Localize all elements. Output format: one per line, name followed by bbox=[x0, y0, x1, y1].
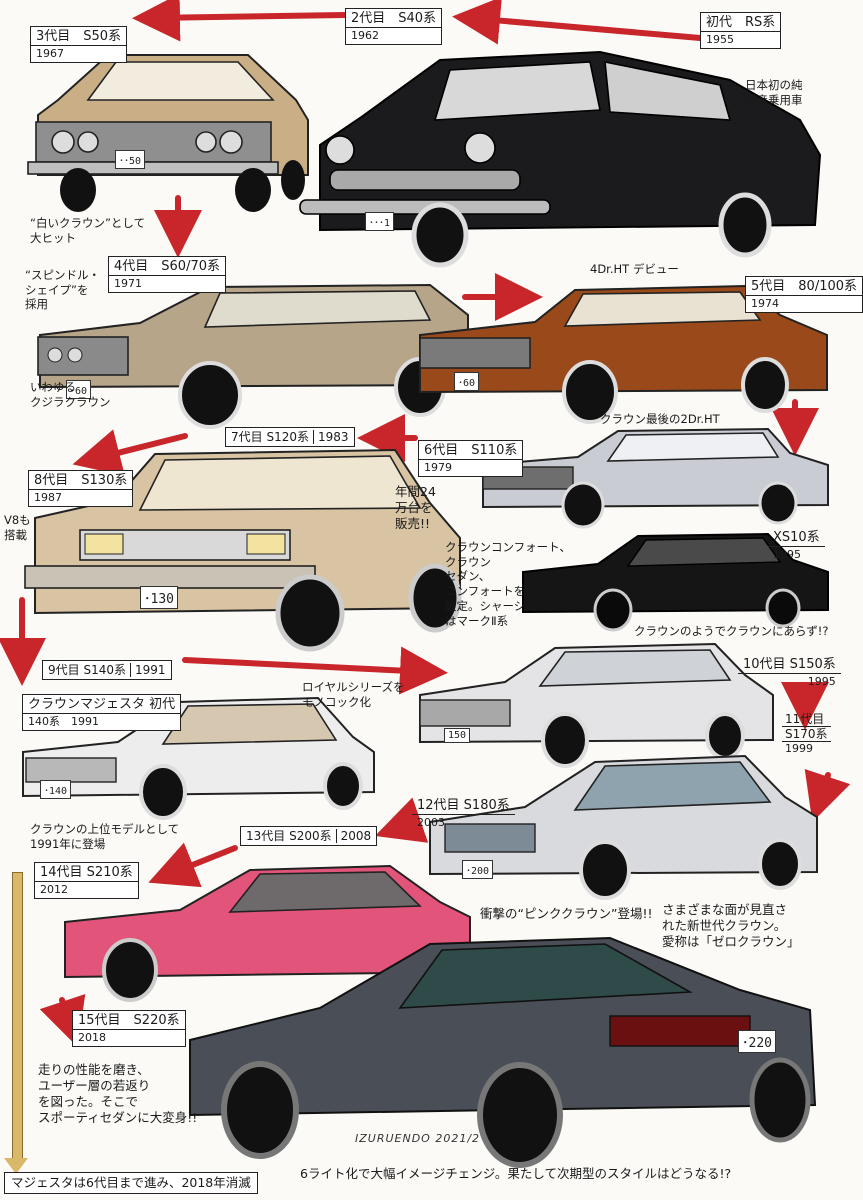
car-gen8 bbox=[24, 448, 462, 652]
note-sporty: 走りの性能を磨き、 ユーザー層の若返り を図った。そこで スポーティセダンに大変… bbox=[38, 1062, 198, 1125]
note-spindle: “スピンドル・ シェイプ”を 採用 bbox=[25, 268, 100, 312]
note-v8: V8も 搭載 bbox=[4, 513, 31, 542]
arrow-gen9-gen10 bbox=[182, 646, 448, 695]
car-gen12 bbox=[429, 754, 818, 900]
plate-gen3: ･･50 bbox=[115, 150, 146, 169]
car-majesta bbox=[22, 696, 375, 820]
note-pink: 衝撃の“ピンククラウン”登場!! bbox=[480, 906, 653, 921]
note-majesta-end: マジェスタは6代目まで進み、2018年消滅 bbox=[4, 1172, 258, 1194]
car-gen10 bbox=[419, 642, 774, 768]
car-gen3 bbox=[27, 54, 309, 212]
note-royal: ロイヤルシリーズを モノコック化 bbox=[302, 680, 405, 709]
artist-signature: IZURUENDO 2021/2 bbox=[355, 1132, 481, 1145]
plate-gen1: ･･･1 bbox=[365, 212, 395, 231]
arrow-gen1-gen2 bbox=[452, 0, 703, 45]
note-sales: 年間24 万台を 販売!! bbox=[395, 484, 436, 531]
plate-majesta: ･140 bbox=[40, 780, 72, 799]
car-gen14 bbox=[64, 864, 471, 1002]
car-xs10 bbox=[522, 532, 829, 632]
plate-gen12: ･200 bbox=[462, 860, 494, 879]
label-majesta: クラウンマジェスタ 初代 140系 1991 bbox=[22, 694, 182, 731]
note-majesta: クラウンの上位モデルとして 1991年に登場 bbox=[30, 822, 180, 851]
plate-gen4: ･60 bbox=[66, 380, 92, 399]
note-gen1: 日本初の純 国産乗用車 bbox=[745, 78, 803, 107]
car-gen4 bbox=[37, 283, 469, 429]
plate-gen8: ･130 bbox=[140, 586, 178, 609]
note-ht-debut: 4Dr.HT デビュー bbox=[590, 262, 679, 276]
plate-gen15: ･220 bbox=[738, 1030, 776, 1053]
note-last-2dr: クラウン最後の2Dr.HT bbox=[600, 412, 720, 426]
car-gen6 bbox=[482, 427, 829, 529]
note-not-crown: クラウンのようでクラウンにあらず!? bbox=[634, 624, 829, 638]
plate-gen5: ･60 bbox=[454, 372, 480, 391]
note-white-crown: “白いクラウン”として 大ヒット bbox=[30, 216, 146, 245]
note-kujira: いわゆる クジラクラウン bbox=[30, 380, 111, 409]
car-gen5 bbox=[419, 284, 828, 424]
label-gen11: 11代目 S170系 1999 bbox=[782, 712, 831, 755]
timeline-bar bbox=[12, 872, 23, 1164]
car-gen15 bbox=[189, 936, 817, 1168]
note-reborn: さまざまな面が見直さ れた新世代クラウン。 愛称は「ゼロクラウン」 bbox=[662, 902, 800, 949]
arrow-gen2-gen3 bbox=[132, 0, 348, 42]
timeline-bar-arrowhead bbox=[4, 1158, 28, 1174]
note-comfort: クラウンコンフォート、 クラウン セダン、 コンフォートを 設定。シャーシ はマ… bbox=[445, 540, 571, 628]
note-bottom: 6ライト化で大幅イメージチェンジ。果たして次期型のスタイルはどうなる!? bbox=[300, 1166, 732, 1181]
arrow-gen14-gen15 bbox=[39, 993, 86, 1048]
plate-gen10: 150 bbox=[444, 728, 471, 743]
car-gen1 bbox=[299, 50, 822, 268]
